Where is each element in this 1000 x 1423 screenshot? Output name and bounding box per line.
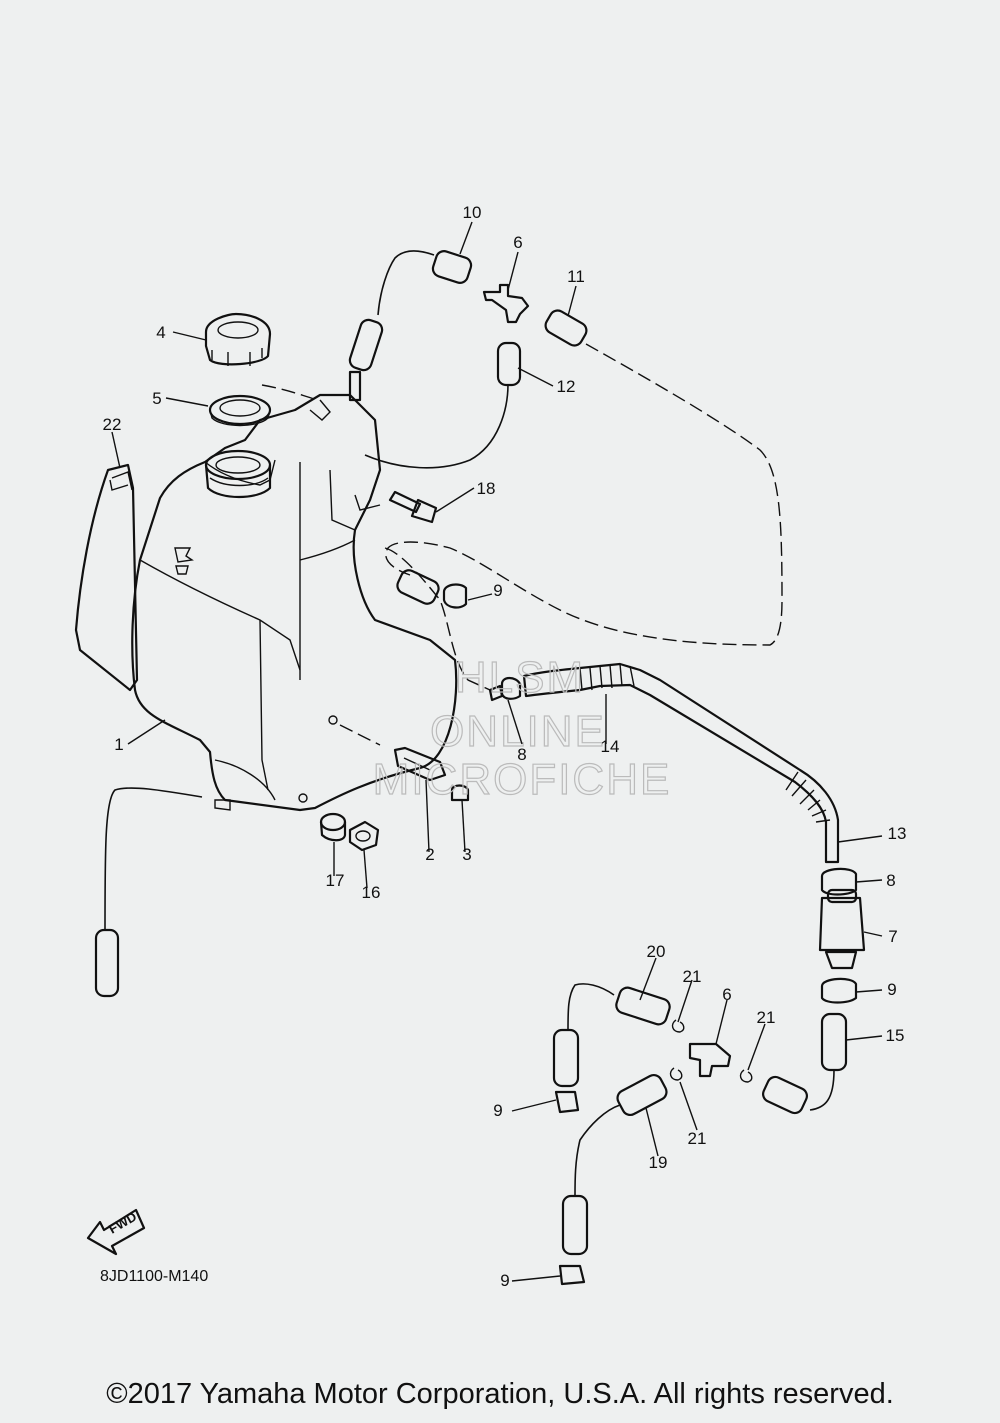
callout-21: 21	[688, 1129, 707, 1148]
copyright-notice: ©2017 Yamaha Motor Corporation, U.S.A. A…	[106, 1378, 894, 1410]
callout-4: 4	[156, 323, 165, 342]
grommet-and-nut	[319, 812, 380, 852]
callout-18: 18	[477, 479, 496, 498]
callout-leaders	[111, 221, 883, 1282]
callout-19: 19	[649, 1153, 668, 1172]
callout-22: 22	[103, 415, 122, 434]
mounting-bracket	[339, 724, 470, 802]
callout-14: 14	[601, 737, 620, 756]
callout-3: 3	[462, 845, 471, 864]
watermark: HLSM ONLINE MICROFICHE	[372, 652, 672, 804]
bolt	[388, 490, 438, 524]
callout-9: 9	[493, 1101, 502, 1120]
breather-hoses	[261, 250, 783, 646]
callout-21: 21	[683, 967, 702, 986]
lower-hose-assembly	[552, 983, 808, 1286]
callout-15: 15	[886, 1026, 905, 1045]
callout-9: 9	[887, 980, 896, 999]
callout-12: 12	[557, 377, 576, 396]
callout-7: 7	[888, 927, 897, 946]
callout-6: 6	[722, 985, 731, 1004]
callout-9: 9	[500, 1271, 509, 1290]
callout-21: 21	[757, 1008, 776, 1027]
side-panel	[74, 463, 139, 692]
fuel-filter	[809, 867, 866, 1111]
watermark-line-1: HLSM	[455, 653, 585, 702]
watermark-line-3: MICROFICHE	[373, 755, 672, 804]
callout-1: 1	[114, 735, 123, 754]
callout-16: 16	[362, 883, 381, 902]
callout-5: 5	[152, 389, 161, 408]
callout-2: 2	[425, 845, 434, 864]
fuel-cap	[204, 312, 272, 366]
watermark-line-2: ONLINE	[430, 707, 606, 756]
fuel-line	[384, 547, 840, 864]
callout-9: 9	[493, 581, 502, 600]
callout-13: 13	[888, 824, 907, 843]
callout-11: 11	[567, 267, 585, 286]
drain-hose	[94, 787, 203, 998]
callout-10: 10	[463, 203, 482, 222]
callout-8: 8	[517, 745, 526, 764]
callout-20: 20	[647, 942, 666, 961]
callouts: 10 6 11 4 12 5 22 18 9 1 8 14 2 3 17 16 …	[103, 203, 907, 1290]
diagram-code: 8JD1100-M140	[100, 1268, 209, 1285]
fuel-tank	[131, 370, 458, 812]
gasket	[208, 394, 272, 427]
callout-8: 8	[886, 871, 895, 890]
callout-17: 17	[326, 871, 345, 890]
callout-6: 6	[513, 233, 522, 252]
fwd-arrow-icon: FWD	[86, 1209, 146, 1256]
